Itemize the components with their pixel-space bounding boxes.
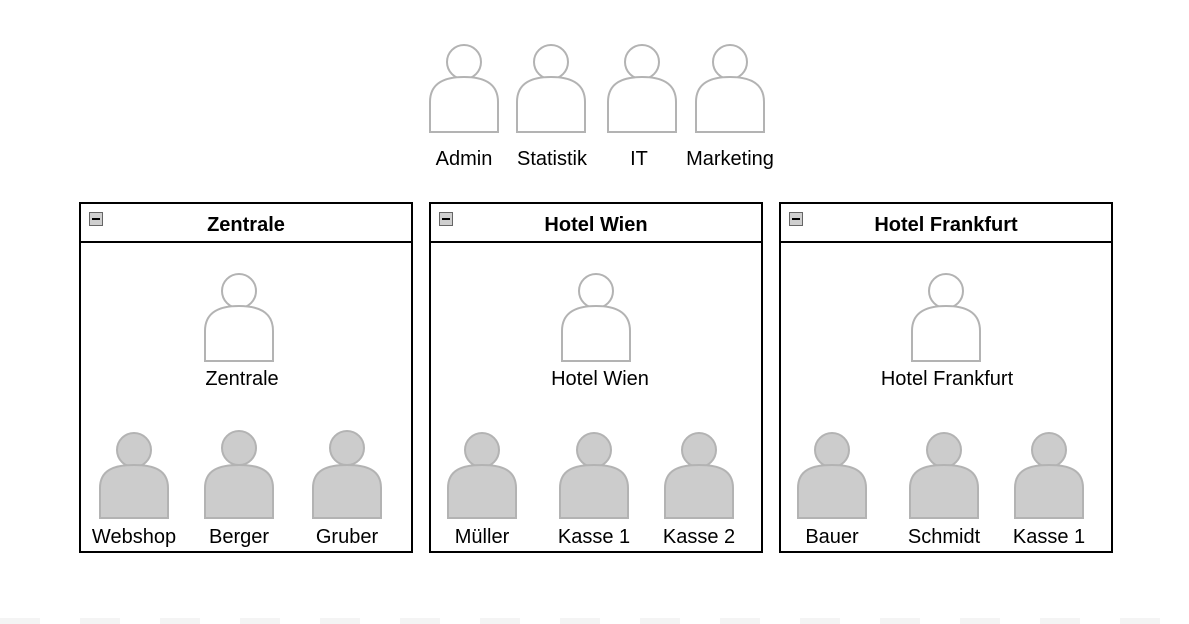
group-title: Hotel Wien [544, 214, 648, 236]
group-role-label: Hotel Frankfurt [880, 368, 1014, 390]
role-it-label: IT [630, 148, 648, 170]
user-mueller-label: Müller [454, 526, 510, 548]
user-schmidt-icon[interactable] [908, 430, 982, 520]
group-header: Zentrale [81, 204, 411, 243]
group-role-icon[interactable] [203, 273, 277, 363]
user-bauer-icon[interactable] [796, 430, 870, 520]
user-kasse1-icon[interactable] [558, 430, 632, 520]
group-header: Hotel Wien [431, 204, 761, 243]
user-bauer-label: Bauer [805, 526, 859, 548]
user-schmidt-label: Schmidt [907, 526, 981, 548]
role-admin-label: Admin [435, 148, 493, 170]
collapse-icon[interactable] [789, 212, 803, 226]
collapse-icon[interactable] [439, 212, 453, 226]
user-webshop-icon[interactable] [98, 430, 172, 520]
user-berger-icon[interactable] [203, 428, 277, 520]
user-kasse2-icon[interactable] [663, 430, 737, 520]
role-marketing-icon[interactable] [694, 44, 768, 134]
group-zentrale[interactable]: Zentrale Zentrale Webshop Berger Gruber [79, 202, 413, 553]
group-role-icon[interactable] [910, 273, 984, 363]
role-marketing-label: Marketing [686, 148, 774, 170]
user-kasse2-label: Kasse 2 [662, 526, 736, 548]
group-hotel-frankfurt[interactable]: Hotel Frankfurt Hotel Frankfurt Bauer Sc… [779, 202, 1113, 553]
group-header: Hotel Frankfurt [781, 204, 1111, 243]
user-gruber-label: Gruber [315, 526, 379, 548]
user-gruber-icon[interactable] [311, 428, 385, 520]
group-title: Hotel Frankfurt [874, 214, 1018, 236]
role-statistik-icon[interactable] [515, 44, 589, 134]
role-statistik-label: Statistik [516, 148, 588, 170]
bottom-band [0, 618, 1189, 624]
group-role-label: Hotel Wien [551, 368, 649, 390]
collapse-icon[interactable] [89, 212, 103, 226]
user-kasse1-label: Kasse 1 [1012, 526, 1086, 548]
role-admin-icon[interactable] [428, 44, 502, 134]
group-title: Zentrale [207, 214, 285, 236]
role-it-icon[interactable] [606, 44, 680, 134]
user-berger-label: Berger [208, 526, 270, 548]
group-role-icon[interactable] [560, 273, 634, 363]
group-hotel-wien[interactable]: Hotel Wien Hotel Wien Müller Kasse 1 Kas… [429, 202, 763, 553]
user-webshop-label: Webshop [91, 526, 177, 548]
user-mueller-icon[interactable] [446, 430, 520, 520]
group-role-label: Zentrale [205, 368, 279, 390]
user-kasse1-icon[interactable] [1013, 430, 1087, 520]
user-kasse1-label: Kasse 1 [557, 526, 631, 548]
